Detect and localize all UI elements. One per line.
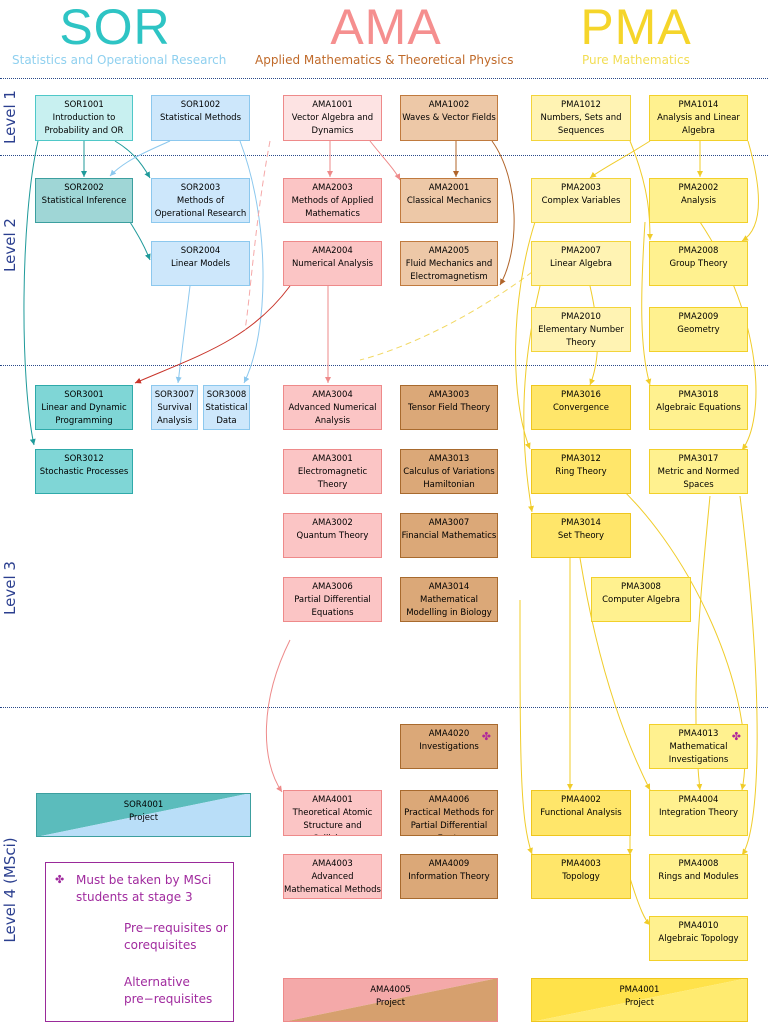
legend-prereq-label: Pre−requisites or corequisites — [124, 921, 228, 952]
legend: ✤ Must be taken by MSci students at stag… — [45, 862, 234, 1022]
ama-header: AMA — [270, 2, 502, 52]
separator-level1 — [0, 155, 768, 156]
separator-level3 — [0, 707, 768, 708]
legend-alt-label: Alternative pre−requisites — [124, 975, 213, 1006]
legend-msci-icon: ✤ — [55, 873, 65, 886]
sor-header: SOR — [0, 2, 230, 52]
legend-msci-note: Must be taken by MSci students at stage … — [76, 873, 212, 904]
msci-marker-icon: ✤ — [731, 730, 741, 743]
sor-subtitle: Statistics and Operational Research — [12, 53, 227, 67]
pma-header: PMA — [520, 2, 752, 52]
separator-top — [0, 78, 768, 79]
pma-subtitle: Pure Mathematics — [582, 53, 690, 67]
pma-abbr: PMA — [580, 0, 692, 55]
ama-subtitle: Applied Mathematics & Theoretical Physic… — [255, 53, 514, 67]
ama-abbr: AMA — [330, 0, 442, 55]
separator-level2 — [0, 365, 768, 366]
msci-marker-icon: ✤ — [481, 730, 491, 743]
sor-abbr: SOR — [59, 0, 171, 55]
